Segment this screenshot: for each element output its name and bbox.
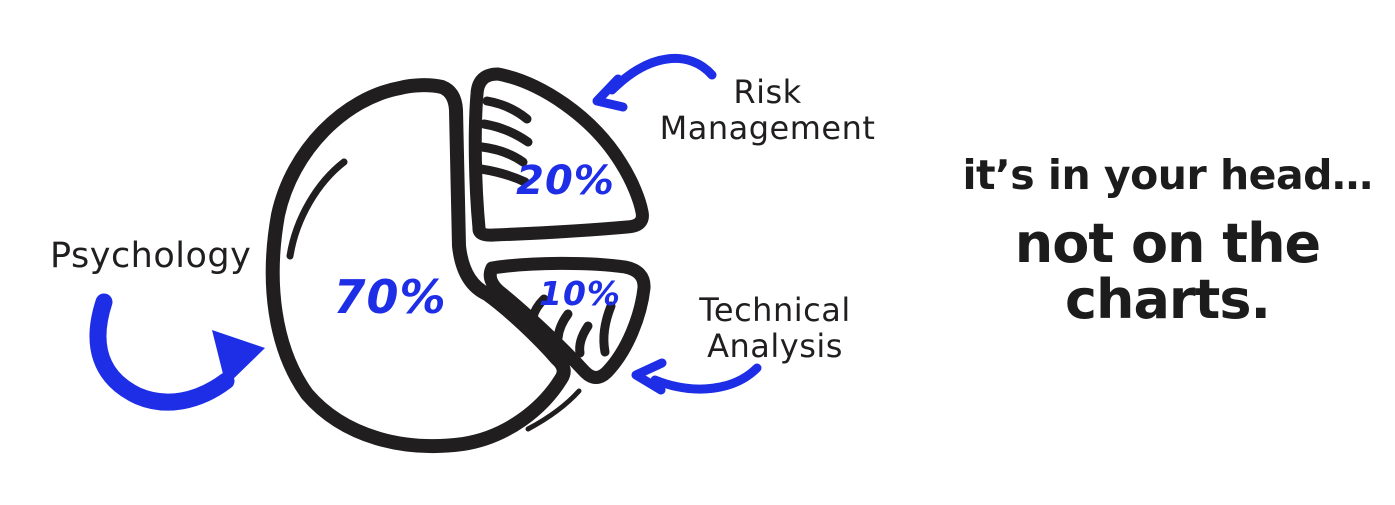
pct-value-psychology: 70% [333,270,447,324]
pie-slice-psychology [265,78,571,454]
slice-label-psychology: Psychology [50,236,252,276]
hatch-marks-risk [476,96,533,187]
tagline-main-line2: charts. [1065,268,1271,331]
pct-value-technical: 10% [539,274,621,313]
arrow-risk-icon [592,53,717,112]
tagline-block: it’s in your head… not on the charts. [940,152,1395,328]
arrow-technical-icon [631,358,762,395]
slice-label-risk-line2: Management [659,109,876,147]
tagline-intro: it’s in your head… [962,151,1373,199]
slice-label-technical-line1: Technical [699,291,851,329]
tagline-main-line1: not on the [1014,212,1321,275]
slice-label-risk-line1: Risk [733,73,802,111]
pct-value-risk: 20% [516,158,615,204]
slice-label-technical-line2: Analysis [707,327,843,365]
pie-doodle-illustration [89,53,762,454]
hatch-marks-technical [528,294,616,358]
sketch-accent-crescent [286,158,348,260]
arrow-psychology-icon [89,293,265,411]
slice-label-risk: Risk Management [645,74,890,146]
slice-label-technical: Technical Analysis [655,292,895,364]
pie-main-edge-restroke [483,289,565,367]
sketch-accent-tail [525,388,582,432]
